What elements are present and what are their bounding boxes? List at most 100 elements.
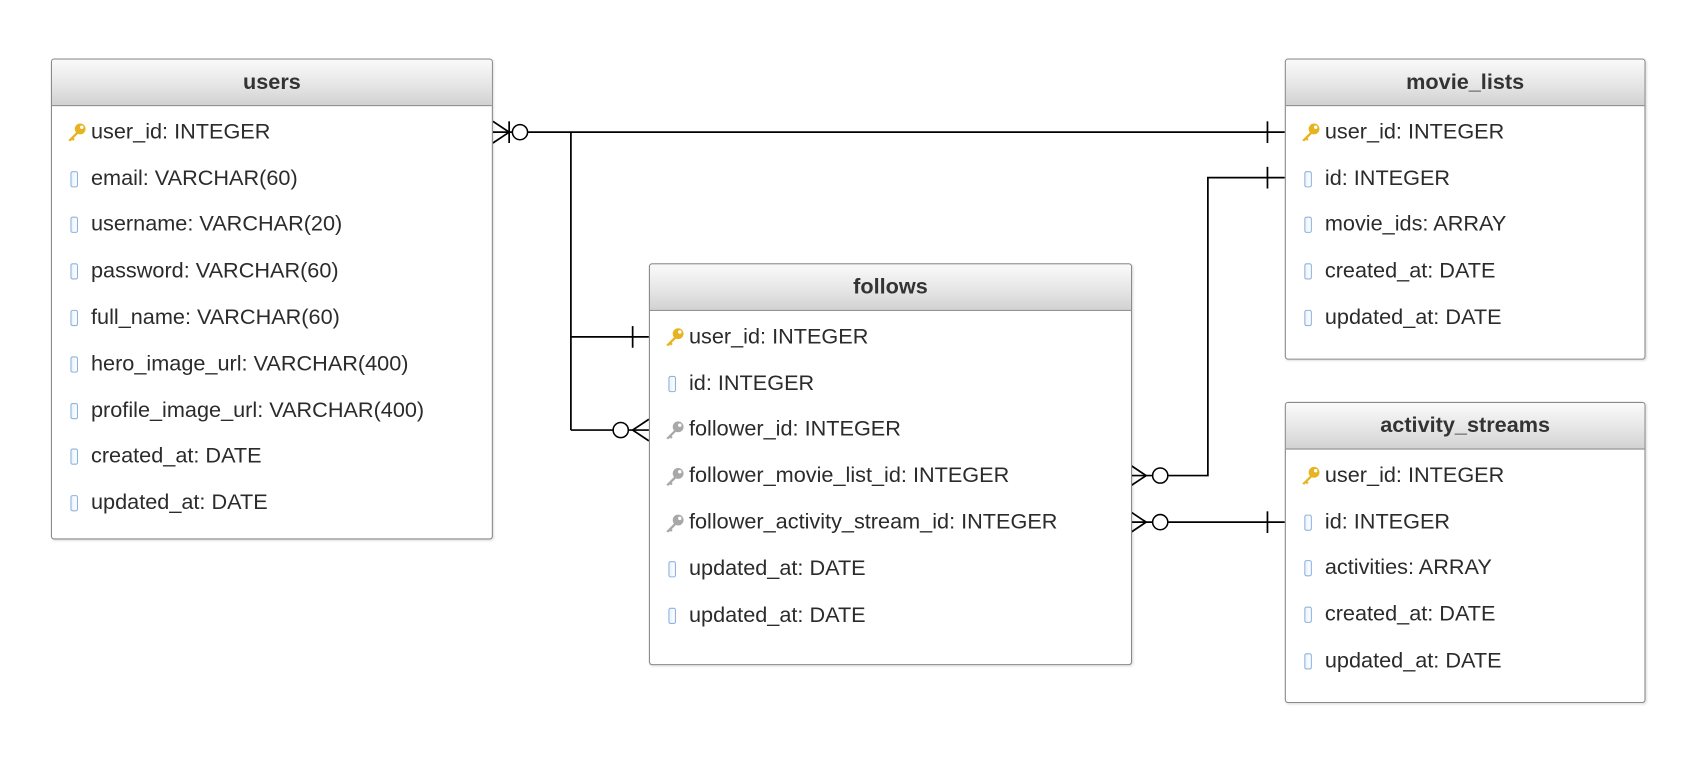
field-label: created_at: DATE xyxy=(90,444,262,469)
entity-title: activity_streams xyxy=(1285,402,1645,450)
field-row[interactable]: user_id: INTEGER xyxy=(1286,109,1645,155)
column-icon-shape xyxy=(1304,309,1312,327)
field-label: movie_ids: ARRAY xyxy=(1324,212,1507,237)
field-label: updated_at: DATE xyxy=(688,556,866,581)
entity-title: follows xyxy=(649,264,1131,311)
column-icon-shape xyxy=(1304,653,1312,670)
column-icon xyxy=(65,259,91,285)
column-icon xyxy=(1299,259,1325,285)
primary-key-icon xyxy=(1299,463,1325,489)
field-row[interactable]: id: INTEGER xyxy=(1286,156,1645,202)
field-label: user_id: INTEGER xyxy=(90,120,271,144)
column-icon xyxy=(1299,212,1325,238)
column-icon xyxy=(663,556,689,582)
field-row[interactable]: activities: ARRAY xyxy=(1286,546,1645,592)
column-icon-shape xyxy=(70,309,78,327)
column-icon xyxy=(1299,648,1325,674)
field-label: created_at: DATE xyxy=(1324,602,1496,627)
many-marker xyxy=(492,131,510,144)
column-icon xyxy=(663,371,689,397)
field-row[interactable]: follower_movie_list_id: INTEGER xyxy=(650,453,1131,499)
field-row[interactable]: follower_activity_stream_id: INTEGER xyxy=(650,500,1131,546)
field-label: password: VARCHAR(60) xyxy=(90,259,339,284)
column-icon-shape xyxy=(70,495,78,512)
field-row[interactable]: follower_id: INTEGER xyxy=(650,407,1131,453)
field-row[interactable]: profile_image_url: VARCHAR(400) xyxy=(52,388,492,434)
column-icon-shape xyxy=(668,375,676,392)
column-icon-shape xyxy=(70,448,78,466)
many-marker xyxy=(1129,464,1147,477)
field-label: hero_image_url: VARCHAR(400) xyxy=(90,351,409,376)
foreign-key-icon xyxy=(663,463,689,489)
field-row[interactable]: username: VARCHAR(20) xyxy=(52,202,492,248)
many-marker xyxy=(1129,510,1147,523)
field-list: user_id: INTEGER id: INTEGER movie_ids: AR… xyxy=(1286,106,1645,341)
field-row[interactable]: user_id: INTEGER xyxy=(1286,453,1645,499)
field-row[interactable]: id: INTEGER xyxy=(1286,499,1645,545)
column-icon-shape xyxy=(1304,217,1312,234)
field-label: created_at: DATE xyxy=(1324,259,1496,284)
column-icon xyxy=(65,305,91,331)
field-row[interactable]: updated_at: DATE xyxy=(52,480,492,526)
field-row[interactable]: hero_image_url: VARCHAR(400) xyxy=(52,341,492,387)
field-row[interactable]: movie_ids: ARRAY xyxy=(1286,202,1645,248)
field-label: profile_image_url: VARCHAR(400) xyxy=(90,398,425,423)
field-label: activities: ARRAY xyxy=(1324,556,1492,581)
column-icon-shape xyxy=(70,402,78,419)
many-marker xyxy=(632,418,650,431)
field-row[interactable]: user_id: INTEGER xyxy=(650,314,1131,360)
field-row[interactable]: email: VARCHAR(60) xyxy=(52,156,492,202)
column-icon-shape xyxy=(1304,560,1312,577)
field-label: follower_id: INTEGER xyxy=(688,417,901,442)
column-icon-shape xyxy=(70,170,78,188)
primary-key-icon xyxy=(663,324,689,350)
field-list: user_id: INTEGER id: INTEGER follower_id: … xyxy=(650,311,1131,639)
field-row[interactable]: created_at: DATE xyxy=(52,434,492,480)
field-row[interactable]: updated_at: DATE xyxy=(650,592,1131,638)
field-label: updated_at: DATE xyxy=(90,491,268,515)
field-label: full_name: VARCHAR(60) xyxy=(90,305,340,330)
primary-key-icon xyxy=(1299,120,1325,146)
field-label: updated_at: DATE xyxy=(1324,648,1502,673)
field-row[interactable]: user_id: INTEGER xyxy=(52,109,492,155)
zero-marker xyxy=(511,123,529,141)
field-label: updated_at: DATE xyxy=(688,603,866,627)
column-icon xyxy=(1299,166,1325,192)
column-icon-shape xyxy=(1304,263,1312,280)
column-icon xyxy=(65,398,91,424)
many-marker xyxy=(492,120,510,133)
field-row[interactable]: created_at: DATE xyxy=(1286,592,1645,638)
field-row[interactable]: updated_at: DATE xyxy=(1286,638,1645,684)
column-icon-shape xyxy=(70,356,78,373)
field-row[interactable]: id: INTEGER xyxy=(650,361,1131,407)
zero-marker xyxy=(612,421,630,439)
field-label: user_id: INTEGER xyxy=(688,324,869,349)
field-row[interactable]: created_at: DATE xyxy=(1286,248,1645,294)
entity-follows[interactable]: follows user_id: INTEGER id: INTEGER follo… xyxy=(648,263,1133,666)
link-follows-movie-lists xyxy=(1167,176,1285,477)
column-icon-shape xyxy=(1304,606,1312,624)
field-label: id: INTEGER xyxy=(688,371,815,396)
field-row[interactable]: full_name: VARCHAR(60) xyxy=(52,295,492,341)
field-row[interactable]: updated_at: DATE xyxy=(1286,295,1645,341)
primary-key-icon xyxy=(65,120,91,146)
field-list: user_id: INTEGER email: VARCHAR(60) userna… xyxy=(52,106,492,527)
field-label: id: INTEGER xyxy=(1324,166,1451,191)
field-label: updated_at: DATE xyxy=(1324,305,1502,330)
column-icon-shape xyxy=(1304,170,1312,188)
column-icon xyxy=(65,351,91,377)
many-marker xyxy=(1129,474,1147,488)
column-icon xyxy=(1299,556,1325,582)
column-icon xyxy=(1299,509,1325,535)
field-label: email: VARCHAR(60) xyxy=(90,166,298,191)
field-row[interactable]: updated_at: DATE xyxy=(650,546,1131,592)
column-icon-shape xyxy=(70,217,78,234)
field-row[interactable]: password: VARCHAR(60) xyxy=(52,248,492,294)
field-label: follower_movie_list_id: INTEGER xyxy=(688,463,1010,488)
